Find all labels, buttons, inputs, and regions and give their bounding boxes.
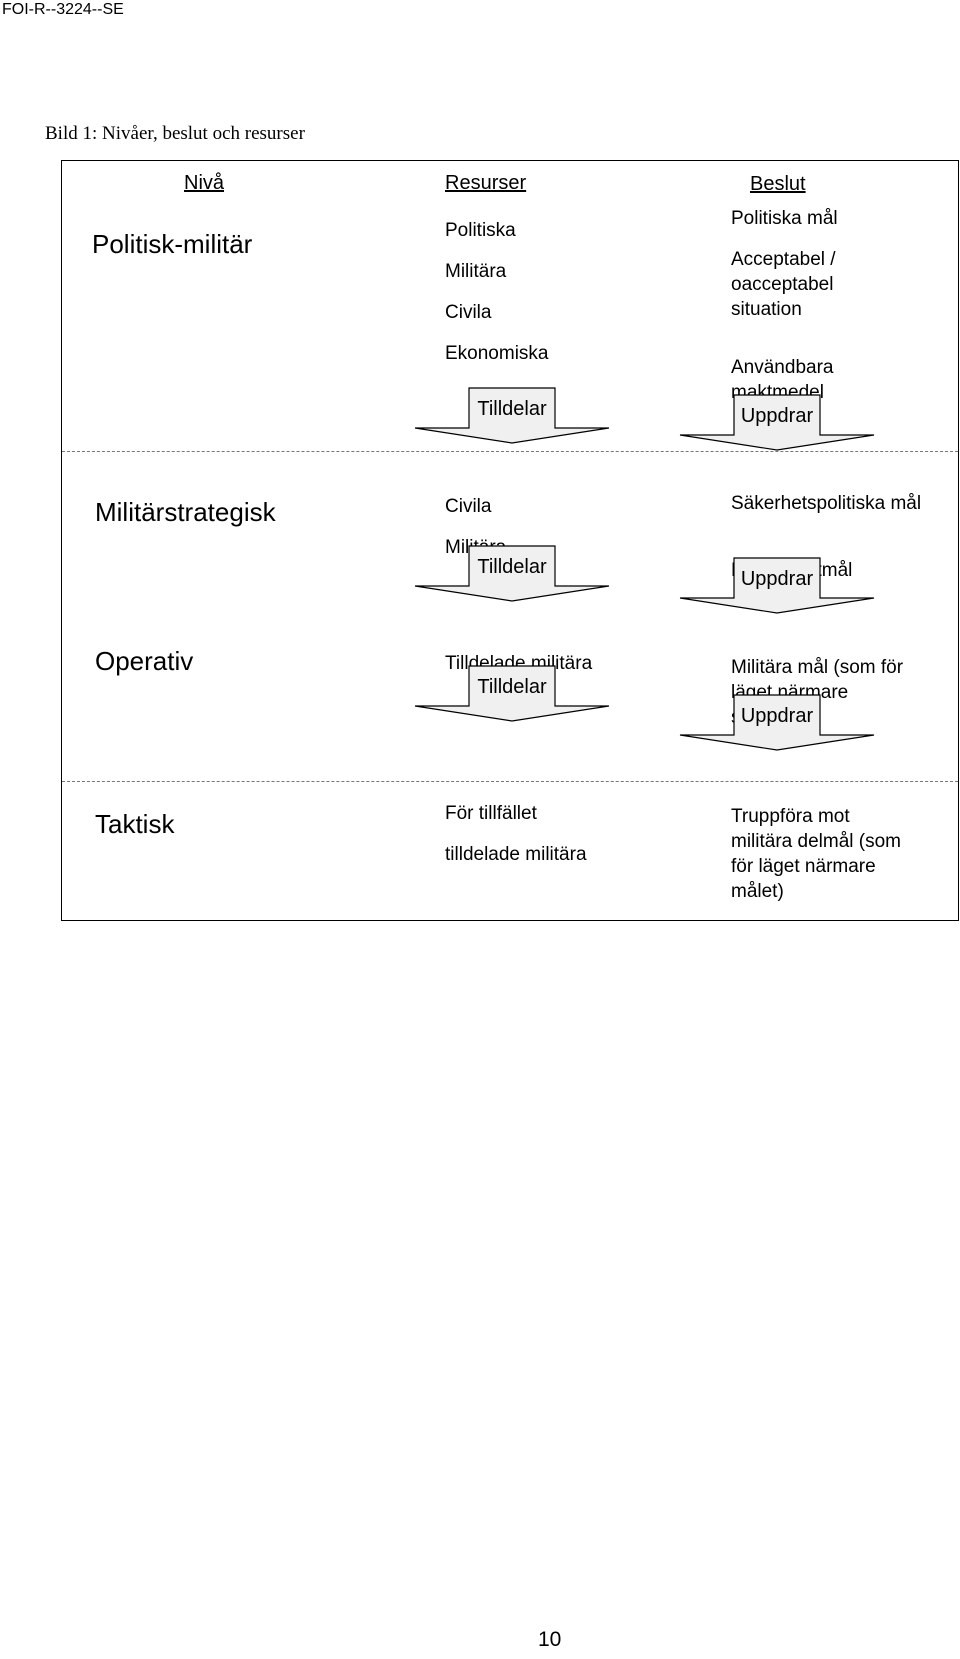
- decision-item: Acceptabel / oacceptabel situation: [731, 249, 836, 320]
- resource-item: För tillfället: [445, 803, 537, 824]
- arrow-label: Uppdrar: [740, 705, 814, 727]
- page-number: 10: [538, 1628, 562, 1651]
- header-level: Nivå: [184, 172, 225, 194]
- down-arrow-icon: [414, 545, 610, 602]
- allocate-arrow: Tilldelar: [414, 545, 610, 602]
- resource-item: tilldelade militära: [445, 844, 587, 865]
- arrow-label: Tilldelar: [477, 398, 547, 420]
- level-name: Militärstrategisk: [95, 497, 276, 527]
- header-resources: Resurser: [445, 172, 527, 194]
- header-decision: Beslut: [750, 173, 806, 195]
- decision-item: Politiska mål: [731, 208, 838, 229]
- level-divider: [62, 781, 958, 782]
- down-arrow-icon: [679, 394, 875, 451]
- resource-item: Politiska: [445, 220, 516, 241]
- resource-item: Civila: [445, 302, 492, 323]
- arrow-label: Uppdrar: [740, 568, 814, 590]
- down-arrow-icon: [414, 665, 610, 722]
- arrow-label: Uppdrar: [740, 405, 814, 427]
- level-name: Taktisk: [95, 809, 175, 839]
- level-divider: [62, 451, 958, 452]
- down-arrow-icon: [679, 557, 875, 614]
- decision-item: Säkerhetspolitiska mål: [731, 493, 922, 514]
- level-name: Operativ: [95, 646, 194, 676]
- resource-item: Ekonomiska: [445, 343, 549, 364]
- levels-diagram: Nivå Resurser Beslut Politisk-militär Po…: [61, 160, 959, 921]
- document-id: FOI-R--3224--SE: [2, 1, 124, 18]
- resource-item: Civila: [445, 496, 492, 517]
- commission-arrow: Uppdrar: [679, 694, 875, 751]
- arrow-label: Tilldelar: [477, 676, 547, 698]
- allocate-arrow: Tilldelar: [414, 665, 610, 722]
- down-arrow-icon: [679, 694, 875, 751]
- commission-arrow: Uppdrar: [679, 394, 875, 451]
- figure-caption: Bild 1: Nivåer, beslut och resurser: [45, 123, 305, 144]
- down-arrow-icon: [414, 387, 610, 444]
- level-name: Politisk-militär: [92, 229, 253, 259]
- arrow-label: Tilldelar: [477, 556, 547, 578]
- allocate-arrow: Tilldelar: [414, 387, 610, 444]
- commission-arrow: Uppdrar: [679, 557, 875, 614]
- resource-item: Militära: [445, 261, 507, 282]
- decision-item: Truppföra mot militära delmål (som för l…: [731, 806, 901, 902]
